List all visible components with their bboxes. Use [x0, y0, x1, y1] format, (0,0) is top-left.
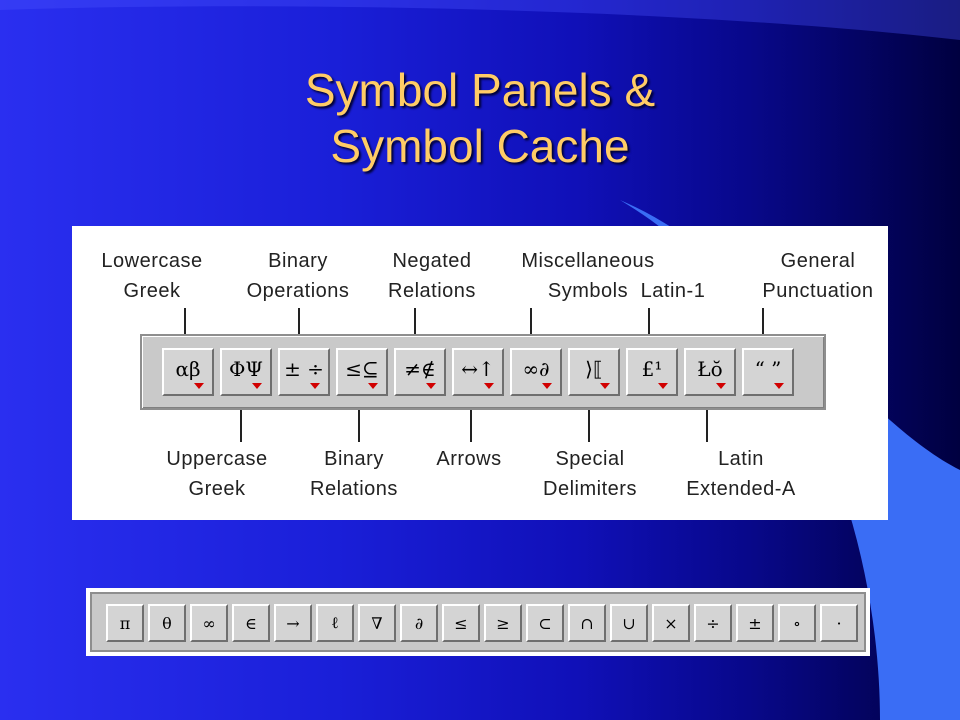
label-general-punctuation: General Punctuation [762, 250, 874, 302]
label-special-delimiters: Special Delimiters [543, 448, 637, 500]
miscellaneous-symbols-button[interactable]: ∞∂ [510, 348, 562, 396]
label-negated-relations: Negated Relations [388, 250, 476, 302]
general-punctuation-button[interactable]: “ ” [742, 348, 794, 396]
label-arrows: Arrows [436, 448, 502, 470]
label-uppercase-greek: Uppercase Greek [166, 448, 268, 500]
cache-symbol-nabla[interactable]: ∇ [358, 604, 396, 642]
cache-symbol-divide[interactable]: ÷ [694, 604, 732, 642]
cache-symbol-plus-minus[interactable]: ± [736, 604, 774, 642]
leader-line [298, 308, 300, 338]
dropdown-arrow-icon [658, 383, 668, 389]
cache-symbol-pi[interactable]: π [106, 604, 144, 642]
cache-symbol-infinity[interactable]: ∞ [190, 604, 228, 642]
cache-symbol-less-equal[interactable]: ≤ [442, 604, 480, 642]
cache-symbol-times[interactable]: × [652, 604, 690, 642]
latin-1-button[interactable]: £¹ [626, 348, 678, 396]
leader-line [240, 410, 242, 442]
dropdown-arrow-icon [252, 383, 262, 389]
label-lowercase-greek: Lowercase Greek [101, 250, 203, 302]
cache-symbol-intersection[interactable]: ∩ [568, 604, 606, 642]
title-line-2: Symbol Cache [330, 120, 630, 172]
cache-symbol-element-of[interactable]: ∈ [232, 604, 270, 642]
symbol-panels-diagram: Lowercase Greek Binary Operations Negate… [72, 226, 888, 520]
cache-symbol-right-arrow[interactable]: → [274, 604, 312, 642]
leader-line [358, 410, 360, 442]
cache-symbol-dot[interactable]: · [820, 604, 858, 642]
special-delimiters-button[interactable]: ⟩⟦ [568, 348, 620, 396]
dropdown-arrow-icon [600, 383, 610, 389]
binary-relations-button[interactable]: ≤⊆ [336, 348, 388, 396]
dropdown-arrow-icon [542, 383, 552, 389]
leader-line [648, 308, 650, 338]
dropdown-arrow-icon [426, 383, 436, 389]
cache-symbol-greater-equal[interactable]: ≥ [484, 604, 522, 642]
dropdown-arrow-icon [484, 383, 494, 389]
uppercase-greek-button[interactable]: ΦΨ [220, 348, 272, 396]
dropdown-arrow-icon [194, 383, 204, 389]
leader-line [706, 410, 708, 442]
cache-symbol-theta[interactable]: θ [148, 604, 186, 642]
title-line-1: Symbol Panels & [304, 64, 656, 116]
label-binary-relations: Binary Relations [310, 448, 398, 500]
cache-symbol-subset[interactable]: ⊂ [526, 604, 564, 642]
slide-title: Symbol Panels & Symbol Cache [220, 62, 740, 174]
cache-symbol-script-l[interactable]: ℓ [316, 604, 354, 642]
leader-line [470, 410, 472, 442]
lowercase-greek-button[interactable]: αβ [162, 348, 214, 396]
binary-operations-button[interactable]: ± ÷ [278, 348, 330, 396]
label-miscellaneous-symbols: Miscellaneous Symbols [521, 250, 655, 302]
label-binary-operations: Binary Operations [246, 250, 350, 302]
latin-extended-a-button[interactable]: Łŏ [684, 348, 736, 396]
dropdown-arrow-icon [774, 383, 784, 389]
symbol-cache-bar: π θ ∞ ∈ → ℓ ∇ ∂ ≤ ≥ ⊂ ∩ ∪ × ÷ ± ∘ · [86, 588, 870, 656]
dropdown-arrow-icon [310, 383, 320, 389]
leader-line [414, 308, 416, 338]
symbol-cache-toolbar: π θ ∞ ∈ → ℓ ∇ ∂ ≤ ≥ ⊂ ∩ ∪ × ÷ ± ∘ · [90, 592, 866, 652]
cache-symbol-partial[interactable]: ∂ [400, 604, 438, 642]
leader-line [762, 308, 764, 338]
negated-relations-button[interactable]: ≠∉ [394, 348, 446, 396]
leader-line [184, 308, 186, 338]
symbol-panels-toolbar: αβ ΦΨ ± ÷ ≤⊆ ≠∉ ↔↑ ∞∂ ⟩⟦ [140, 334, 826, 410]
arrows-button[interactable]: ↔↑ [452, 348, 504, 396]
label-latin-1: Latin-1 [640, 280, 706, 302]
label-latin-extended-a: Latin Extended-A [686, 448, 796, 500]
cache-symbol-ring[interactable]: ∘ [778, 604, 816, 642]
cache-symbol-union[interactable]: ∪ [610, 604, 648, 642]
dropdown-arrow-icon [368, 383, 378, 389]
dropdown-arrow-icon [716, 383, 726, 389]
leader-line [530, 308, 532, 338]
leader-line [588, 410, 590, 442]
